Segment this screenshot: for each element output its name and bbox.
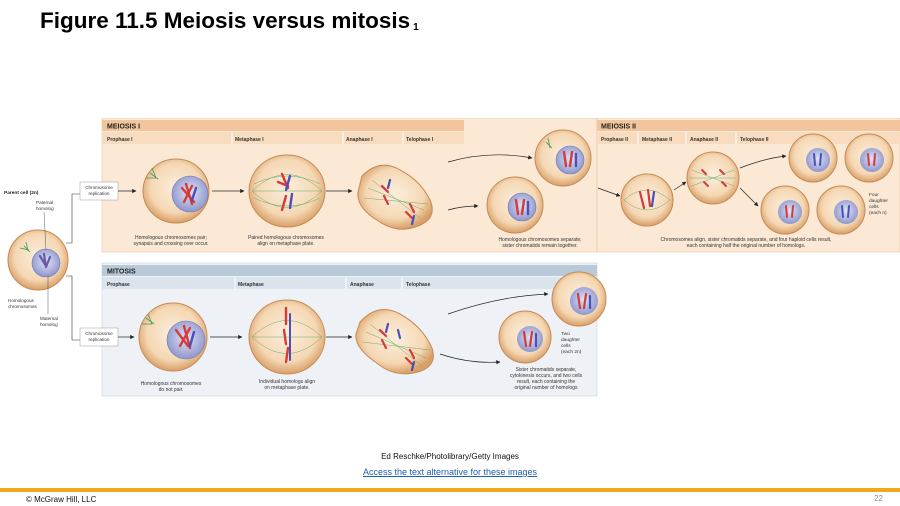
daughter-cell-mitosis-1: [551, 271, 607, 327]
meiosis-i-header: MEIOSIS I: [107, 124, 140, 131]
footer-accent-bar: [0, 488, 900, 492]
phase-telophase-i: Telophase I: [406, 137, 434, 143]
cell-metaphase-mitosis: [248, 299, 326, 375]
four-daughter-label-1: Four: [869, 192, 879, 198]
phase-prophase: Prophase: [107, 282, 130, 288]
figure-svg: MEIOSIS I Prophase I Metaphase I Anaphas…: [4, 118, 900, 397]
phase-anaphase-i: Anaphase I: [346, 137, 373, 143]
meiosis-mitosis-figure: MEIOSIS I Prophase I Metaphase I Anaphas…: [0, 118, 900, 398]
replication-bottom-label-2: replication: [89, 337, 110, 342]
replication-top-label-2: replication: [89, 191, 110, 196]
caption-metaphase-i-2: align on metaphase plate.: [257, 241, 314, 247]
caption-telophase-i-1: Homologous chromosomes separate;: [498, 237, 581, 243]
phase-telophase-ii: Telophase II: [740, 137, 769, 143]
daughter-cell-meiosis-2: [844, 133, 894, 183]
cell-prophase-i: [142, 158, 210, 224]
meiosis-ii-header: MEIOSIS II: [601, 124, 636, 131]
maternal-homolog-label-1: Maternal: [40, 316, 58, 321]
paternal-homolog-label-1: Paternal: [36, 200, 53, 205]
paternal-homolog-label-2: homolog: [36, 206, 54, 211]
homologous-chromosomes-label-1: Homologous: [8, 298, 34, 303]
cell-anaphase-ii: [686, 151, 740, 205]
phase-anaphase: Anaphase: [350, 282, 374, 288]
caption-metaphase-i-1: Paired homologous chromosomes: [248, 235, 324, 241]
homologous-chromosomes-label-2: chromosomes: [8, 304, 38, 309]
daughter-cell-meiosis-3: [760, 185, 810, 235]
cell-anaphase-i: [357, 164, 433, 230]
four-daughter-label-3: cells: [869, 204, 879, 210]
parent-cell: [7, 229, 69, 291]
mitosis-header: MITOSIS: [107, 269, 136, 276]
cell-metaphase-ii: [620, 173, 674, 227]
caption-mitosis-result-1: Sister chromatids separate,: [516, 367, 577, 373]
copyright-notice: © McGraw Hill, LLC: [26, 495, 97, 504]
title-footnote-marker: 1: [413, 22, 419, 33]
maternal-homolog-label-2: homolog: [40, 322, 58, 327]
parent-cell-label: Parent cell (2n): [4, 190, 39, 196]
caption-mitosis-result-3: result, each containing the: [517, 379, 576, 385]
caption-mitosis-result-4: original number of homologs: [514, 385, 578, 391]
caption-meiosis-ii-1: Chromosomes align, sister chromatids sep…: [661, 237, 832, 243]
phase-metaphase: Metaphase: [238, 282, 264, 288]
caption-prophase-i-2: synapsis and crossing over occur.: [133, 241, 208, 247]
four-daughter-label-2: daughter: [869, 198, 888, 204]
caption-metaphase-mitosis-2: on metaphase plate.: [264, 385, 309, 391]
two-daughter-label-3: cells: [561, 343, 571, 349]
cell-telophase-i-bottom: [486, 176, 544, 234]
four-daughter-label-4: (each n): [869, 210, 887, 216]
caption-mitosis-result-2: cytokinesis occurs, and two cells: [510, 373, 583, 379]
phase-metaphase-ii: Metaphase II: [642, 137, 673, 143]
page-number: 22: [874, 494, 883, 503]
replication-bottom-label-1: Chromosome: [85, 331, 113, 336]
two-daughter-label-4: (each 2n): [561, 349, 582, 355]
replication-top-label-1: Chromosome: [85, 185, 113, 190]
cell-telophase-i-top: [534, 129, 592, 187]
daughter-cell-mitosis-2: [498, 310, 552, 364]
two-daughter-label-1: Two: [561, 331, 570, 337]
text-alternative-link[interactable]: Access the text alternative for these im…: [362, 467, 538, 477]
phase-anaphase-ii: Anaphase II: [690, 137, 719, 143]
daughter-cell-meiosis-4: [816, 185, 866, 235]
cell-metaphase-i: [248, 154, 326, 228]
caption-prophase-mitosis-2: do not pair.: [159, 387, 184, 393]
caption-prophase-mitosis-1: Homologous chromosomes: [141, 381, 202, 387]
cell-prophase-mitosis: [138, 302, 208, 372]
cell-anaphase-mitosis: [355, 309, 434, 375]
caption-telophase-i-2: sister chromatids remain together.: [502, 243, 577, 249]
caption-prophase-i-1: Homologous chromosomes pair;: [135, 235, 207, 241]
phase-telophase: Telophase: [406, 282, 431, 288]
caption-meiosis-ii-2: each containing half the original number…: [687, 243, 806, 249]
phase-prophase-i: Prophase I: [107, 137, 133, 143]
image-credit: Ed Reschke/Photolibrary/Getty Images: [381, 452, 519, 461]
daughter-cell-meiosis-1: [788, 133, 838, 183]
caption-metaphase-mitosis-1: Individual homologs align: [259, 379, 315, 385]
phase-prophase-ii: Prophase II: [601, 137, 629, 143]
slide-title-text: Figure 11.5 Meiosis versus mitosis: [40, 8, 411, 33]
two-daughter-label-2: daughter: [561, 337, 580, 343]
phase-metaphase-i: Metaphase I: [235, 137, 264, 143]
